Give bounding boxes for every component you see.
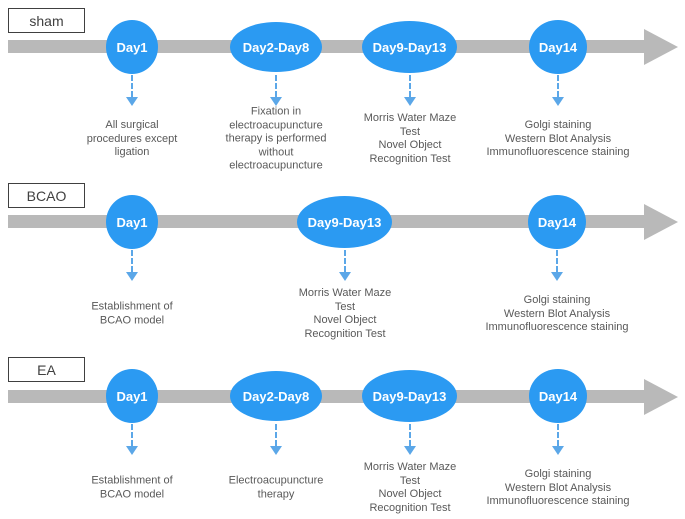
milestone-day9-day13-caption: Morris Water Maze Test Novel Object Reco… <box>363 461 457 514</box>
milestone-day9-day13: Day9-Day13 <box>297 196 392 248</box>
milestone-day1: Day1 <box>106 369 158 423</box>
milestone-day9-day13-caption: Morris Water Maze Test Novel Object Reco… <box>298 287 392 340</box>
milestone-day2-day8: Day2-Day8 <box>230 22 322 72</box>
milestone-day14: Day14 <box>529 20 587 74</box>
down-arrow-icon <box>270 424 282 455</box>
milestone-day1-caption: Establishment of BCAO model <box>91 300 173 327</box>
down-arrow-icon <box>551 250 563 281</box>
down-arrow-icon <box>552 424 564 455</box>
milestone-day14-caption: Golgi staining Western Blot Analysis Imm… <box>485 293 629 333</box>
milestone-day1-caption: All surgical procedures except ligation <box>86 118 178 158</box>
timeline-arrowhead-icon <box>644 379 678 415</box>
milestone-day14-label: Day14 <box>538 388 578 404</box>
milestone-day2-day8-label: Day2-Day8 <box>242 388 310 404</box>
down-arrow-icon <box>404 424 416 455</box>
milestone-day2-day8-caption: Fixation in electroacupuncture therapy i… <box>225 105 327 172</box>
milestone-day9-day13-label: Day9-Day13 <box>307 214 382 230</box>
group-label-sham: sham <box>8 8 85 33</box>
down-arrow-icon <box>126 424 138 455</box>
milestone-day1-label: Day1 <box>116 214 148 230</box>
down-arrow-icon <box>552 75 564 106</box>
milestone-day14: Day14 <box>528 195 586 249</box>
timeline-arrowhead-icon <box>644 29 678 65</box>
milestone-day14-label: Day14 <box>537 214 577 230</box>
milestone-day9-day13: Day9-Day13 <box>362 21 457 73</box>
down-arrow-icon <box>126 75 138 106</box>
milestone-day1: Day1 <box>106 195 158 249</box>
down-arrow-icon <box>404 75 416 106</box>
milestone-day9-day13-label: Day9-Day13 <box>372 39 447 55</box>
down-arrow-icon <box>126 250 138 281</box>
timeline-arrowhead-icon <box>644 204 678 240</box>
milestone-day1: Day1 <box>106 20 158 74</box>
milestone-day1-caption: Establishment of BCAO model <box>91 474 173 501</box>
milestone-day2-day8-caption: Electroacupuncture therapy <box>228 474 324 501</box>
milestone-day14-caption: Golgi staining Western Blot Analysis Imm… <box>486 118 630 158</box>
group-label-bcao: BCAO <box>8 183 85 208</box>
milestone-day9-day13: Day9-Day13 <box>362 370 457 422</box>
group-label-ea: EA <box>8 357 85 382</box>
down-arrow-icon <box>339 250 351 281</box>
milestone-day1-label: Day1 <box>116 39 148 55</box>
milestone-day9-day13-label: Day9-Day13 <box>372 388 447 404</box>
milestone-day9-day13-caption: Morris Water Maze Test Novel Object Reco… <box>363 112 457 165</box>
milestone-day14: Day14 <box>529 369 587 423</box>
milestone-day2-day8-label: Day2-Day8 <box>242 39 310 55</box>
timeline-bar <box>8 40 645 53</box>
milestone-day14-caption: Golgi staining Western Blot Analysis Imm… <box>486 467 630 507</box>
down-arrow-icon <box>270 75 282 106</box>
milestone-day1-label: Day1 <box>116 388 148 404</box>
milestone-day2-day8: Day2-Day8 <box>230 371 322 421</box>
timeline-bar <box>8 390 645 403</box>
milestone-day14-label: Day14 <box>538 39 578 55</box>
